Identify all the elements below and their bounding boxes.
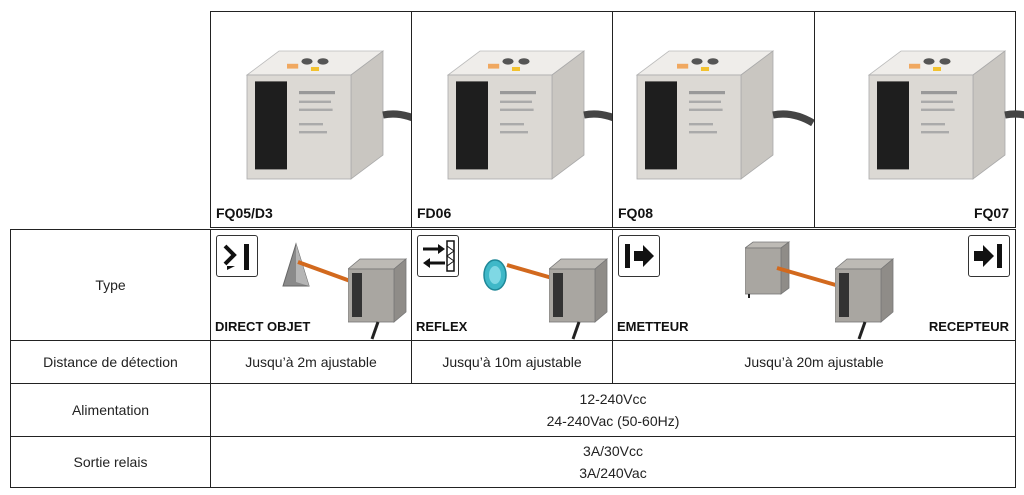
type-cell-emetteur-recepteur: EMETTEUR RECEPTEUR	[612, 229, 1016, 341]
reflector-icon	[483, 259, 507, 291]
header-cell-fq07: FQ07	[814, 11, 1016, 228]
row-label-text: Alimentation	[71, 402, 150, 418]
header-cell-fd06: FD06	[411, 11, 613, 228]
type-name: REFLEX	[416, 319, 468, 334]
type-name: DIRECT OBJET	[215, 319, 311, 334]
emitter-sensor-icon	[745, 241, 791, 298]
sensor-icon	[348, 257, 408, 341]
type-name: EMETTEUR	[617, 319, 689, 334]
row-label-distance: Distance de détection	[10, 340, 211, 384]
type-name: RECEPTEUR	[928, 319, 1009, 334]
sensor-icon	[549, 257, 609, 341]
model-name: FQ08	[618, 205, 654, 221]
sensor-photo-icon	[231, 20, 431, 210]
sortie-relais-value: 3A/240Vac	[579, 465, 647, 481]
sensor-photo-icon	[621, 20, 821, 210]
emetteur-symbol-icon	[618, 235, 660, 277]
row-label-sortie-relais: Sortie relais	[10, 436, 211, 488]
distance-cell: Jusqu’à 10m ajustable	[411, 340, 613, 384]
sensor-photo-icon	[853, 20, 1024, 210]
distance-value: Jusqu’à 20m ajustable	[744, 354, 884, 370]
direct-objet-symbol-icon	[216, 235, 258, 277]
sortie-relais-cell: 3A/30Vcc 3A/240Vac	[210, 436, 1016, 488]
row-label-alimentation: Alimentation	[10, 383, 211, 437]
distance-value: Jusqu’à 2m ajustable	[245, 354, 377, 370]
recepteur-symbol-icon	[968, 235, 1010, 277]
row-label-text: Distance de détection	[43, 354, 178, 370]
alimentation-value: 12-240Vcc	[579, 391, 647, 407]
distance-value: Jusqu’à 10m ajustable	[442, 354, 582, 370]
alimentation-value: 24-240Vac (50-60Hz)	[546, 413, 680, 429]
row-label-type: Type	[10, 229, 211, 341]
model-name: FD06	[417, 205, 452, 221]
sortie-relais-value: 3A/30Vcc	[583, 443, 643, 459]
type-cell-reflex: REFLEX	[411, 229, 613, 341]
alimentation-cell: 12-240Vcc 24-240Vac (50-60Hz)	[210, 383, 1016, 437]
sensor-photo-icon	[432, 20, 632, 210]
row-label-text: Type	[95, 277, 126, 293]
header-cell-fq05: FQ05/D3	[210, 11, 412, 228]
type-cell-direct-objet: DIRECT OBJET	[210, 229, 412, 341]
model-name: FQ05/D3	[216, 205, 273, 221]
receiver-sensor-icon	[835, 257, 895, 341]
distance-cell: Jusqu’à 20m ajustable	[612, 340, 1016, 384]
reflex-symbol-icon	[417, 235, 459, 277]
row-label-text: Sortie relais	[73, 454, 148, 470]
header-cell-fq08: FQ08	[612, 11, 815, 228]
model-name: FQ07	[973, 205, 1009, 221]
distance-cell: Jusqu’à 2m ajustable	[210, 340, 412, 384]
